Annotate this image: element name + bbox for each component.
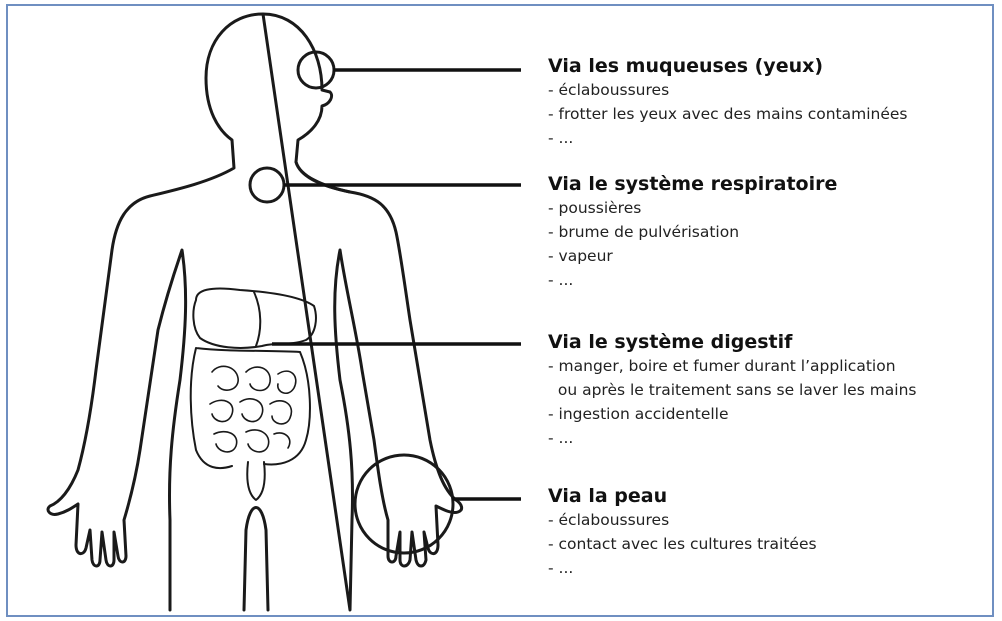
route-digestive-item: - ...: [548, 426, 993, 450]
route-skin: Via la peau - éclaboussures - contact av…: [548, 484, 993, 580]
route-digestive-item: - ingestion accidentelle: [548, 402, 993, 426]
rectum: [247, 462, 264, 500]
route-respiratory: Via le système respiratoire - poussières…: [548, 172, 993, 292]
route-digestive-item: - manger, boire et fumer durant l’applic…: [548, 354, 993, 378]
route-respiratory-item: - ...: [548, 268, 993, 292]
stomach-liver: [193, 288, 316, 347]
route-respiratory-item: - brume de pulvérisation: [548, 220, 993, 244]
route-eyes: Via les muqueuses (yeux) - éclaboussures…: [548, 54, 993, 150]
small-intestine: [210, 366, 296, 452]
route-eyes-title: Via les muqueuses (yeux): [548, 54, 993, 78]
large-intestine: [191, 348, 310, 468]
route-skin-item: - éclaboussures: [548, 508, 993, 532]
route-eyes-item: - frotter les yeux avec des mains contam…: [548, 102, 993, 126]
route-skin-item: - contact avec les cultures traitées: [548, 532, 993, 556]
route-eyes-item: - éclaboussures: [548, 78, 993, 102]
route-skin-title: Via la peau: [548, 484, 993, 508]
respiratory-highlight-circle: [250, 168, 284, 202]
route-digestive-title: Via le système digestif: [548, 330, 993, 354]
route-respiratory-item: - poussières: [548, 196, 993, 220]
body-outline: [48, 14, 462, 610]
route-eyes-item: - ...: [548, 126, 993, 150]
route-respiratory-item: - vapeur: [548, 244, 993, 268]
skin-highlight-circle: [355, 455, 453, 553]
route-respiratory-title: Via le système respiratoire: [548, 172, 993, 196]
route-digestive-item: ou après le traitement sans se laver les…: [548, 378, 993, 402]
route-skin-item: - ...: [548, 556, 993, 580]
route-digestive: Via le système digestif - manger, boire …: [548, 330, 993, 450]
